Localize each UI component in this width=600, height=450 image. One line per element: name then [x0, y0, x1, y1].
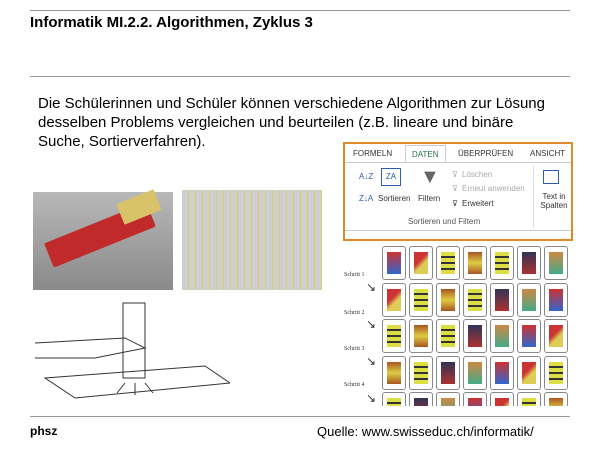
step-label: Schritt 4 [344, 382, 365, 388]
advanced-button[interactable]: Erweitert [462, 199, 494, 208]
sort-za-icon[interactable]: Z↓A [359, 194, 374, 203]
playing-card [490, 392, 514, 406]
playing-card [544, 355, 568, 390]
playing-card [517, 282, 541, 317]
playing-card [463, 355, 487, 390]
playing-card [382, 355, 406, 390]
playing-card [490, 246, 514, 280]
ribbon-tabs: FORMELN DATEN ÜBERPRÜFEN ANSICHT [345, 144, 571, 162]
step-label: Schritt 1 [344, 272, 365, 278]
playing-card [436, 282, 460, 317]
tab-ueberpruefen[interactable]: ÜBERPRÜFEN [458, 149, 514, 158]
playing-card [409, 355, 433, 390]
arrow-icon: ↘ [366, 354, 377, 368]
sort-az-icon[interactable]: A↓Z [359, 172, 374, 181]
slide-title: Informatik MI.2.2. Algorithmen, Zyklus 3 [30, 14, 313, 31]
clear-button[interactable]: Löschen [462, 170, 493, 179]
phsz-logo: phsz [30, 424, 58, 438]
playing-card [382, 319, 406, 353]
arrow-icon: ↘ [366, 317, 377, 331]
playing-card [409, 319, 433, 353]
playing-card [463, 392, 487, 406]
clear-filter-icon: ⊽ [452, 170, 458, 179]
text-to-columns-button[interactable]: Text in Spalten [540, 192, 568, 210]
reapply-button[interactable]: Erneut anwenden [462, 184, 525, 193]
sort-dialog-icon[interactable]: ZA [381, 168, 401, 186]
playing-card [544, 392, 568, 406]
tab-formeln[interactable]: FORMELN [353, 149, 393, 158]
tab-daten[interactable]: DATEN [405, 145, 446, 162]
spaghetti-sticks-photo [182, 190, 322, 290]
advanced-filter-icon: ⊽ [452, 199, 458, 208]
playing-card [436, 319, 460, 353]
text-to-columns-icon [543, 170, 559, 184]
playing-card [436, 355, 460, 390]
tab-ansicht[interactable]: ANSICHT [530, 149, 566, 158]
arrow-icon: ↘ [366, 280, 377, 294]
playing-card [382, 282, 406, 317]
playing-card [409, 282, 433, 317]
filter-button[interactable]: Filtern [418, 194, 441, 203]
playing-card [517, 246, 541, 280]
playing-card [463, 282, 487, 317]
top-divider [30, 10, 570, 11]
playing-card [382, 246, 406, 280]
excel-ribbon-screenshot: FORMELN DATEN ÜBERPRÜFEN ANSICHT A↓Z ZA … [343, 142, 573, 241]
spaghetti-box-photo [33, 189, 173, 290]
body-text: Die Schülerinnen und Schüler können vers… [38, 95, 545, 150]
playing-card [490, 282, 514, 317]
reapply-icon: ⊽ [452, 184, 458, 193]
playing-card [382, 392, 406, 406]
step-label: Schritt 2 [344, 310, 365, 316]
playing-card [436, 392, 460, 406]
playing-card [517, 319, 541, 353]
group-label: Sortieren und Filtern [408, 217, 481, 226]
sort-button[interactable]: Sortieren [378, 194, 411, 203]
playing-card [544, 246, 568, 280]
playing-card [463, 319, 487, 353]
source-text: Quelle: www.swisseduc.ch/informatik/ [317, 424, 534, 439]
playing-card [490, 319, 514, 353]
step-label: Schritt 3 [344, 346, 365, 352]
playing-card [517, 355, 541, 390]
header-divider [30, 76, 570, 77]
playing-card [463, 246, 487, 280]
playing-card [517, 392, 541, 406]
card-sorting-diagram: Schritt 1 Schritt 2 Schritt 3 Schritt 4 … [340, 244, 580, 406]
playing-card [544, 319, 568, 353]
footer-divider [30, 416, 570, 417]
playing-card [490, 355, 514, 390]
playing-card [409, 392, 433, 406]
arrow-icon: ↘ [366, 391, 377, 405]
filter-funnel-icon[interactable]: ▼ [420, 166, 440, 188]
playing-card [409, 246, 433, 280]
playing-card [544, 282, 568, 317]
playing-card [436, 246, 460, 280]
spaghetti-sort-drawing [34, 298, 232, 408]
